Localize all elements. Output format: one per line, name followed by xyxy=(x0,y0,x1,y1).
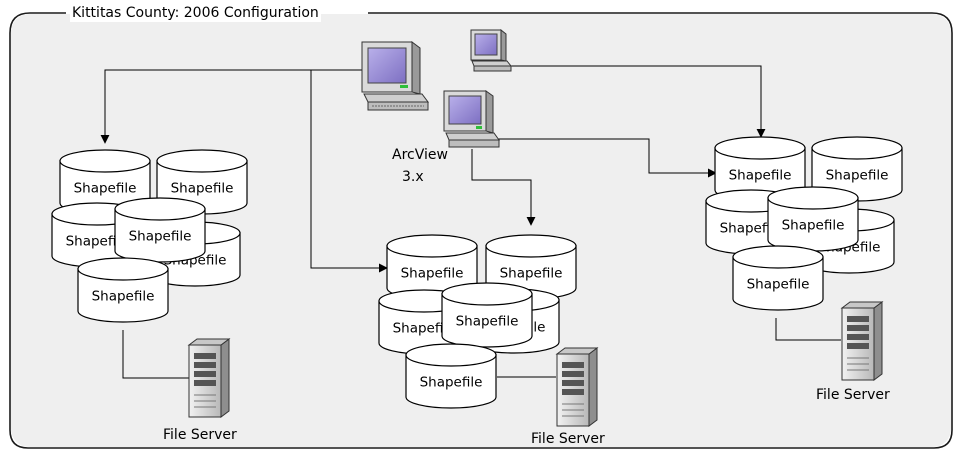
shapefile-label: Shapefile xyxy=(720,221,783,237)
shapefile-label: Shapefile xyxy=(826,168,889,184)
diagram-title: Kittitas County: 2006 Configuration xyxy=(70,4,321,22)
shapefile-cylinder-right-5[interactable]: Shapefile xyxy=(767,186,859,252)
shapefile-label: Shapefile xyxy=(393,321,456,337)
file-server-label-center: File Server xyxy=(531,431,605,447)
server-link-left xyxy=(122,330,190,379)
arcview-label-line2: 3.x xyxy=(402,169,424,185)
workstation-main[interactable] xyxy=(361,41,429,111)
arcview-label-line1: ArcView xyxy=(392,147,448,163)
file-server-center[interactable] xyxy=(555,347,599,427)
shapefile-label: Shapefile xyxy=(401,266,464,282)
connectors xyxy=(100,65,841,379)
shapefile-label: Shapefile xyxy=(420,375,483,391)
shapefile-label: Shapefile xyxy=(782,218,845,234)
workstation-arcview[interactable] xyxy=(443,90,500,148)
frame-background xyxy=(11,14,951,447)
shapefile-cylinder-left-6[interactable]: Shapefile xyxy=(77,257,169,323)
shapefile-cylinder-right-6[interactable]: Shapefile xyxy=(732,245,824,311)
shapefile-label: Shapefile xyxy=(92,289,155,305)
connector-arcview-to-right-store xyxy=(496,138,717,178)
file-server-right[interactable] xyxy=(840,301,884,381)
shapefile-label: Shapefile xyxy=(66,234,129,250)
connector-arcview-to-center-store xyxy=(471,149,536,226)
connector-top-client-to-right-store xyxy=(510,65,766,138)
connector-to-center-store xyxy=(310,70,388,273)
shapefile-label: Shapefile xyxy=(747,277,810,293)
shapefile-cylinder-center-1[interactable]: Shapefile xyxy=(386,234,478,300)
shapefile-cylinder-left-2[interactable]: Shapefile xyxy=(156,149,248,215)
frame-border xyxy=(9,12,953,449)
shapefile-label: Shapefile xyxy=(729,168,792,184)
shapefile-cylinder-right-1[interactable]: Shapefile xyxy=(714,136,806,202)
workstation-small[interactable] xyxy=(470,28,513,72)
shapefile-label: Shapefile xyxy=(171,181,234,197)
file-server-left[interactable] xyxy=(187,338,231,418)
file-server-label-right: File Server xyxy=(816,387,890,403)
shapefile-cylinder-center-6[interactable]: Shapefile xyxy=(405,343,497,409)
shapefile-label: Shapefile xyxy=(129,229,192,245)
shapefile-label: Shapefile xyxy=(456,314,519,330)
shapefile-cylinder-center-5[interactable]: Shapefile xyxy=(441,282,533,348)
shapefile-label: Shapefile xyxy=(500,266,563,282)
file-server-label-left: File Server xyxy=(163,427,237,443)
shapefile-cylinder-left-5[interactable]: Shapefile xyxy=(114,197,206,263)
shapefile-label: Shapefile xyxy=(74,181,137,197)
server-link-right xyxy=(775,318,841,341)
connector-to-left-store xyxy=(100,69,362,144)
